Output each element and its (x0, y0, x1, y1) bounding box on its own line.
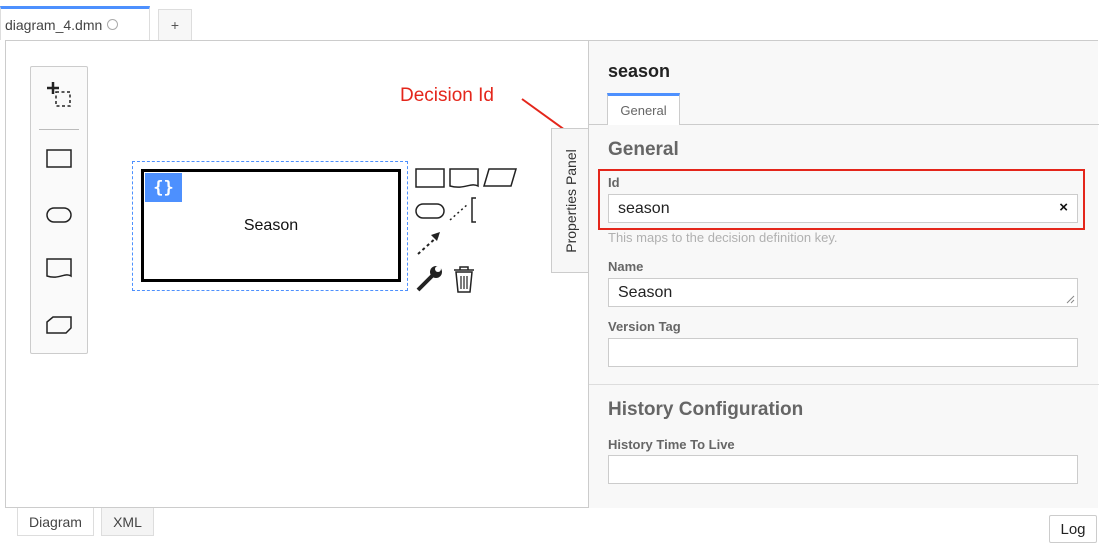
create-business-knowledge-model-icon[interactable] (31, 305, 87, 345)
append-text-annotation-icon[interactable] (449, 197, 476, 223)
append-input-data-icon[interactable] (415, 203, 445, 219)
properties-panel-toggle[interactable]: Properties Panel (551, 128, 589, 273)
palette-separator (39, 129, 79, 130)
tab-general[interactable]: General (607, 93, 680, 125)
create-knowledge-source-icon[interactable] (31, 249, 87, 289)
decision-table-icon[interactable]: {} (145, 173, 182, 202)
group-title-general: General (608, 139, 679, 160)
group-title-history: History Configuration (608, 399, 804, 420)
version-tag-field[interactable] (608, 338, 1078, 367)
ttl-field[interactable] (608, 455, 1078, 484)
add-tab-button[interactable]: + (158, 9, 192, 40)
tab-xml[interactable]: XML (101, 508, 154, 536)
tab-xml-label: XML (113, 513, 142, 530)
delete-trash-icon[interactable] (454, 266, 474, 293)
append-business-knowledge-model-icon[interactable] (482, 168, 518, 187)
add-tab-label: + (170, 17, 180, 33)
create-input-data-icon[interactable] (31, 195, 87, 235)
selection-outline (132, 161, 408, 291)
name-label: Name (608, 259, 644, 274)
id-hint: This maps to the decision definition key… (608, 230, 838, 245)
decision-table-icon-glyph: {} (153, 177, 174, 198)
create-decision-icon[interactable] (31, 139, 87, 179)
tab-diagram-label: Diagram (29, 513, 82, 530)
log-button[interactable]: Log (1049, 515, 1097, 543)
id-field[interactable]: season × (608, 194, 1078, 223)
id-label: Id (608, 175, 620, 190)
decision-shape[interactable]: Season (141, 169, 401, 282)
properties-title: season (608, 61, 671, 81)
id-field-value: season (618, 200, 670, 217)
append-knowledge-source-icon[interactable] (449, 168, 479, 188)
tab-bar: diagram_4.dmn + (0, 0, 1100, 42)
annotation-label: Decision Id (400, 85, 494, 106)
properties-panel-toggle-label: Properties Panel (562, 148, 579, 253)
change-type-wrench-icon[interactable] (416, 266, 442, 292)
context-pad (415, 168, 518, 293)
decision-label: Season (243, 216, 299, 234)
file-tab-diagram[interactable]: diagram_4.dmn (0, 6, 150, 40)
append-decision-icon[interactable] (415, 168, 445, 188)
file-tab-label: diagram_4.dmn (5, 16, 103, 33)
lasso-tool-icon[interactable] (31, 75, 87, 115)
log-button-label: Log (1060, 520, 1086, 538)
unsaved-indicator-icon (107, 19, 119, 30)
name-field-value: Season (618, 284, 673, 301)
properties-panel: season General General Id season × This … (588, 41, 1099, 508)
ttl-label: History Time To Live (608, 437, 735, 452)
palette (30, 66, 88, 354)
version-tag-label: Version Tag (608, 319, 681, 334)
group-separator (589, 384, 1099, 385)
connect-icon[interactable] (417, 232, 440, 255)
resize-handle-icon[interactable] (1066, 295, 1075, 304)
properties-tab-divider (589, 124, 1099, 125)
id-clear-button[interactable]: × (1059, 199, 1068, 216)
tab-diagram[interactable]: Diagram (17, 508, 94, 536)
name-field[interactable]: Season (608, 278, 1078, 307)
tab-general-label: General (620, 103, 667, 118)
